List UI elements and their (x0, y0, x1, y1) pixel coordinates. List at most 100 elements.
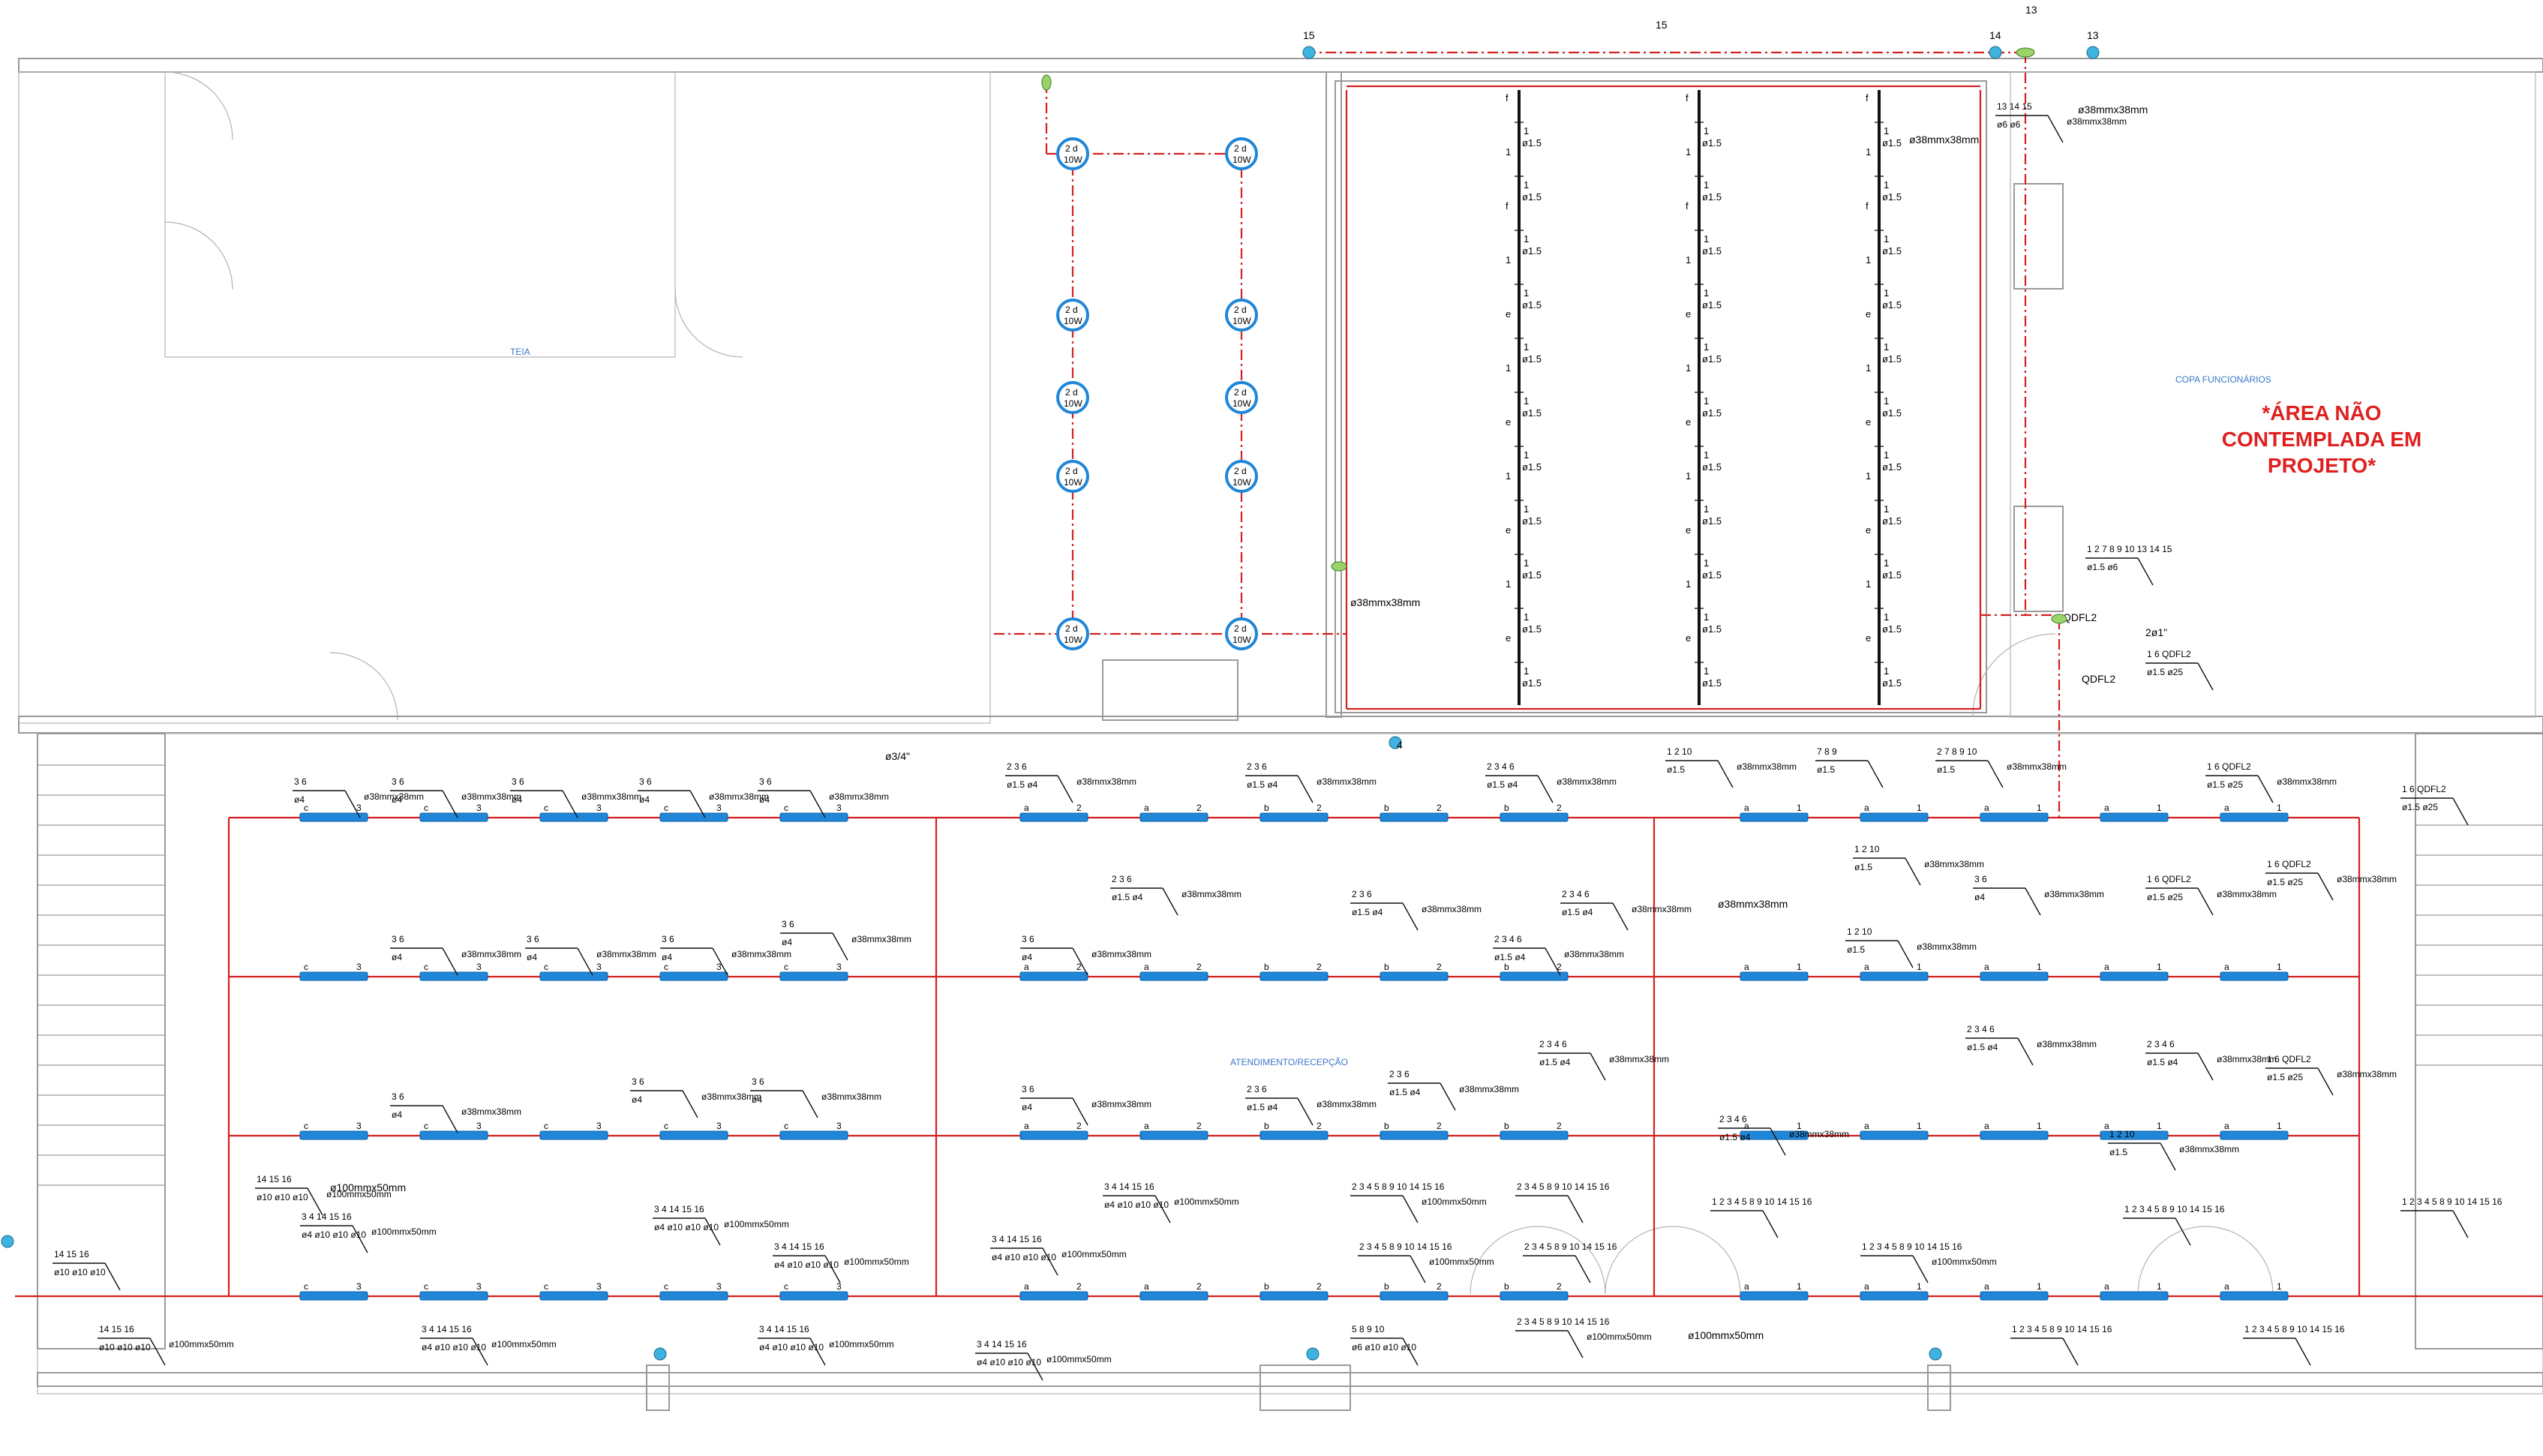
conduit-size: ø38mmx38mm (709, 791, 769, 802)
lower-pillar-left (646, 1364, 670, 1411)
linear-luminaire (1019, 1291, 1088, 1301)
fixture-circuit: 1 (2277, 1121, 2282, 1131)
linear-luminaire (1019, 812, 1088, 822)
fixture-circuit: 3 (356, 962, 362, 972)
terminal-15-label: 15 (1303, 29, 1315, 41)
fixture-group-letter: a (1984, 803, 1989, 813)
luminaire-circuit: 2 d (1065, 623, 1078, 634)
fixture-circuit: 2 (1196, 803, 1202, 813)
round-luminaire (1225, 137, 1258, 170)
linear-luminaire (2100, 1291, 2169, 1301)
linear-luminaire (299, 1291, 368, 1301)
note-line-2: CONTEMPLADA EM (2222, 428, 2422, 451)
hall-section-letter: 1 (1506, 254, 1511, 266)
conduit-size: ø38mmx38mm (731, 949, 791, 959)
wire-gauge: ø1.5 (1702, 353, 1722, 365)
wire-gauges: ø1.5 ø4 (1112, 892, 1143, 902)
linear-luminaire (539, 971, 608, 981)
terminal-14-label: 14 (1989, 29, 2001, 41)
annotation-leader (1042, 1247, 1058, 1276)
conduit-size: ø100mmx50mm (1422, 1196, 1487, 1207)
wire-gauge: ø1.5 (1522, 299, 1542, 311)
linear-luminaire (1380, 971, 1449, 981)
round-luminaire (1056, 381, 1089, 414)
wire-gauges: ø1.5 ø4 (1494, 952, 1526, 962)
fixture-circuit: 1 (1797, 803, 1802, 813)
conduit-38x38-label-mid: ø38mmx38mm (1718, 898, 1788, 910)
circuit-number: 1 (1704, 341, 1709, 353)
circuit-numbers: 13 14 15 (1997, 101, 2032, 112)
circuit-numbers: 2 3 4 6 (1487, 761, 1515, 772)
fixture-group-letter: b (1384, 962, 1389, 972)
circuit-numbers: 2 3 6 (1247, 761, 1267, 772)
fixture-group-letter: b (1264, 962, 1269, 972)
fixture-group-letter: a (1024, 803, 1029, 813)
circuit-numbers: 2 3 4 5 8 9 10 14 15 16 (1517, 1316, 1610, 1327)
fixture-group-letter: c (304, 1281, 308, 1292)
circuit-number: 1 (1704, 449, 1709, 461)
hall-section-letter: 1 (1686, 362, 1691, 374)
fixture-group-letter: c (424, 962, 428, 972)
hall-section-letter: 1 (1866, 254, 1871, 266)
fixture-circuit: 3 (716, 1121, 722, 1131)
annotation-leader (1057, 775, 1073, 803)
circuit-numbers: 3 6 (1022, 934, 1034, 944)
conduit-100x50-label-2: ø100mmx50mm (1688, 1329, 1764, 1341)
luminaire-power: 10W (1064, 316, 1082, 326)
annotation-leader (344, 790, 361, 818)
fixture-circuit: 2 (1317, 1281, 1322, 1292)
terminal-13-label: 13 (2025, 4, 2037, 16)
annotation-leader (562, 790, 578, 818)
linear-luminaire (1380, 812, 1449, 822)
conduit-size: ø100mmx50mm (724, 1219, 789, 1229)
fixture-group-letter: c (784, 1121, 788, 1131)
hall-section-letter: 1 (1686, 470, 1691, 482)
annotation-leader (577, 947, 593, 976)
circuit-number: 1 (1524, 557, 1529, 569)
annotation-leader (832, 932, 848, 961)
annotation-leader (1154, 1195, 1171, 1223)
fixture-group-letter: a (2104, 962, 2109, 972)
linear-luminaire (1019, 1130, 1088, 1140)
wire-gauge: ø1.5 (1522, 245, 1542, 257)
annotation-leader (2175, 1217, 2191, 1246)
circuit-numbers: 3 4 14 15 16 (759, 1324, 809, 1334)
circuit-number: 1 (1524, 503, 1529, 515)
fixture-group-letter: a (1984, 962, 1989, 972)
circuit-number: 1 (1524, 179, 1529, 191)
annotation-leader (1297, 1097, 1314, 1126)
linear-luminaire (1500, 812, 1569, 822)
circuit-numbers: 2 3 4 6 (2147, 1039, 2175, 1049)
wire-gauges: ø1.5 ø4 (1487, 779, 1518, 790)
conduit-size: ø38mmx38mm (1737, 761, 1797, 772)
fixture-group-letter: a (1744, 1281, 1749, 1292)
conduit-size: ø38mmx38mm (2277, 776, 2337, 787)
linear-luminaire (779, 1130, 848, 1140)
circuit-number: 1 (1884, 665, 1889, 677)
circuit-numbers: 3 4 14 15 16 (992, 1234, 1042, 1244)
door-swings-left (164, 71, 743, 721)
fixture-group-letter: a (1984, 1121, 1989, 1131)
fixture-circuit: 2 (1557, 962, 1562, 972)
annotation-leader (1537, 775, 1554, 803)
fixture-group-letter: c (664, 1281, 668, 1292)
wire-gauges: ø4 (527, 952, 537, 962)
circuit-numbers: 14 15 16 (257, 1174, 292, 1184)
fixture-group-letter: c (544, 1281, 548, 1292)
linear-luminaire (1740, 1291, 1809, 1301)
fixture-circuit: 1 (2037, 803, 2042, 813)
fixture-circuit: 3 (356, 803, 362, 813)
round-luminaire (1056, 460, 1089, 493)
fixture-group-letter: a (1744, 962, 1749, 972)
wire-gauges: ø1.5 (1854, 862, 1872, 872)
circuit-numbers: 3 6 (294, 776, 307, 787)
circuit-numbers: 1 2 10 (1847, 926, 1872, 937)
wire-gauges: ø4 ø10 ø10 ø10 (774, 1259, 839, 1270)
top-15-label: 15 (1656, 19, 1668, 31)
wire-gauge: ø1.5 (1702, 515, 1722, 527)
fixture-circuit: 2 (1076, 803, 1082, 813)
circuit-numbers: 3 4 14 15 16 (1104, 1181, 1154, 1192)
circuit-numbers: 2 3 6 (1112, 874, 1132, 884)
annotation-leader (1072, 947, 1088, 976)
linear-luminaire (1860, 971, 1929, 981)
